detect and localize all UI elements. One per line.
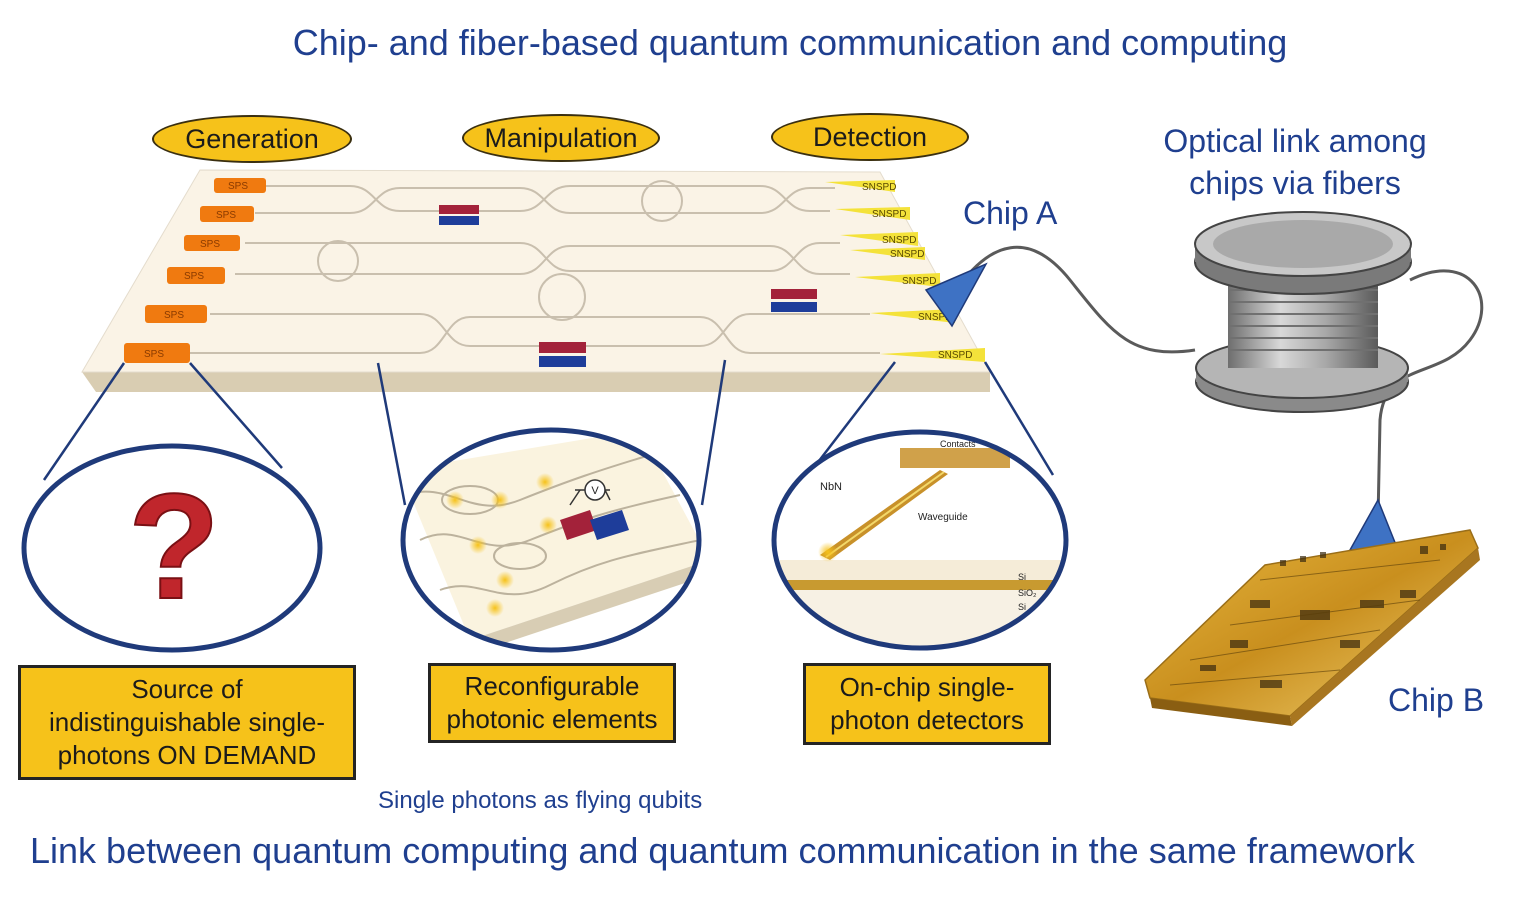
snspd-label: SNSPD [872, 209, 906, 220]
stage-generation: Generation [152, 115, 352, 163]
snspd-label: SNSPD [862, 182, 896, 193]
contact-label: Contacts [940, 439, 976, 449]
voltmeter-label: V [591, 485, 599, 497]
stage-manipulation: Manipulation [462, 114, 660, 162]
sps-label: SPS [184, 271, 204, 282]
sps-label: SPS [200, 239, 220, 250]
fiber-spool [1194, 211, 1412, 413]
caption-manipulation: Reconfigurable photonic elements [428, 663, 676, 743]
zoom-circle-manipulation: V [400, 427, 702, 653]
chip-b-label: Chip B [1388, 682, 1485, 718]
phase-shifters [439, 205, 817, 367]
single-photon-sources [124, 178, 266, 363]
waveguides [190, 180, 880, 354]
caption-manipulation-line-1: Reconfigurable [464, 671, 640, 701]
caption-generation-line-2: indistinguishable single- [48, 707, 326, 737]
nbn-label: NbN [820, 481, 842, 493]
caption-generation: Source of indistinguishable single- phot… [18, 665, 356, 780]
snspd-label: SNSPD [902, 276, 936, 287]
zoom-lines [42, 359, 1055, 506]
sps-label: SPS [144, 349, 164, 360]
stage-generation-label: Generation [185, 123, 319, 154]
flying-qubits-label: Single photons as flying qubits [378, 787, 703, 814]
sps-label: SPS [164, 310, 184, 321]
stage-manipulation-label: Manipulation [484, 122, 638, 153]
stage-detection: Detection [771, 113, 969, 161]
waveguide-label: Waveguide [918, 512, 968, 523]
snspd-detectors [825, 180, 985, 362]
caption-generation-line-3: photons ON DEMAND [57, 740, 317, 770]
bottom-title: Link between quantum computing and quant… [30, 830, 1415, 871]
caption-detection: On-chip single- photon detectors [803, 663, 1051, 745]
caption-detection-line-2: photon detectors [830, 705, 1024, 735]
zoom-circle-detection: NbN Waveguide Contacts Si SiO₂ Si [771, 429, 1069, 651]
zoom-circle-generation: ? [21, 443, 323, 653]
layer-sio2-label: SiO₂ [1018, 588, 1037, 598]
stage-detection-label: Detection [812, 121, 928, 152]
sps-label: SPS [216, 210, 236, 221]
caption-generation-line-1: Source of [131, 674, 243, 704]
optical-link-label: Optical link among chips via fibers [1163, 123, 1427, 201]
page-title: Chip- and fiber-based quantum communicat… [292, 22, 1288, 63]
snspd-label: SNSPD [890, 249, 924, 260]
snspd-label: SNSPD [918, 312, 952, 323]
question-mark-icon: ? [128, 462, 220, 630]
fiber-coupler-chip-a [924, 262, 988, 328]
sps-label: SPS [228, 181, 248, 192]
chip-b [1144, 529, 1480, 726]
snspd-label: SNSPD [882, 235, 916, 246]
snspd-label: SNSPD [938, 350, 972, 361]
fiber-coupler-chip-b [1348, 498, 1400, 551]
layer-si-label: Si [1018, 572, 1026, 582]
chip-a-label: Chip A [963, 195, 1058, 231]
caption-detection-line-1: On-chip single- [839, 672, 1015, 702]
caption-manipulation-line-2: photonic elements [446, 704, 658, 734]
layer-si-label: Si [1018, 602, 1026, 612]
